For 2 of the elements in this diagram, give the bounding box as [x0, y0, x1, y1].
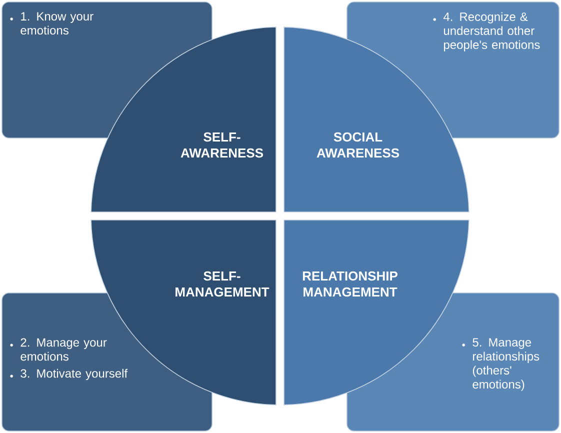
- quadrant: SELF-AWARENESS: [90, 26, 276, 212]
- quadrant: RELATIONSHIP MANAGEMENT: [284, 220, 470, 406]
